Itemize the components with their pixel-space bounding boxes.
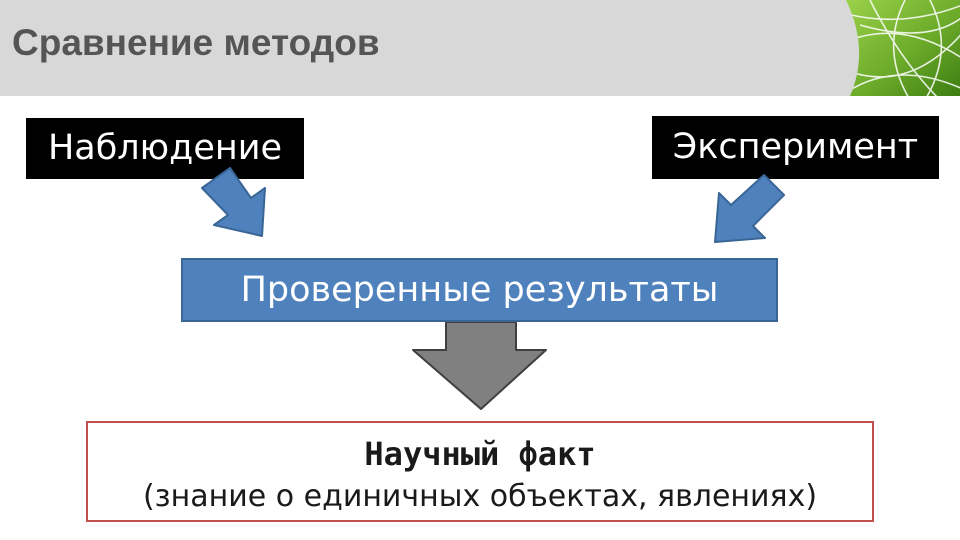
scientific-fact-box: Научный факт (знание о единичных объекта…	[86, 421, 874, 522]
verified-results-box: Проверенные результаты	[181, 258, 778, 322]
slide-title: Сравнение методов	[12, 22, 380, 63]
observation-box: Наблюдение	[26, 118, 304, 179]
experiment-box: Эксперимент	[652, 116, 939, 179]
fact-title: Научный факт	[364, 435, 596, 473]
right-arrow	[714, 174, 785, 243]
fact-subtitle: (знание о единичных объектах, явлениях)	[142, 479, 818, 514]
slide-header: Сравнение методов	[0, 0, 960, 96]
down-arrow	[412, 321, 547, 410]
